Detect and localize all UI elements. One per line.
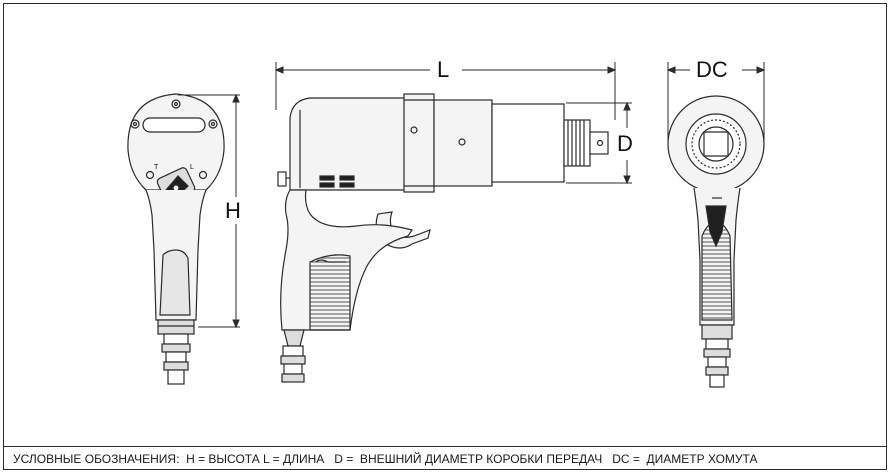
legend-divider bbox=[3, 446, 887, 447]
length-dimension bbox=[274, 62, 617, 120]
rear-view bbox=[667, 95, 765, 388]
label-length: L bbox=[437, 57, 450, 82]
side-view bbox=[277, 93, 609, 383]
legend-text: УСЛОВНЫЕ ОБОЗНАЧЕНИЯ: H = ВЫСОТА L = ДЛИ… bbox=[13, 452, 758, 466]
tool-technical-drawing bbox=[127, 62, 766, 388]
label-diameter: D bbox=[617, 131, 633, 156]
height-dimension bbox=[178, 93, 240, 329]
front-view bbox=[127, 93, 225, 385]
label-height: H bbox=[225, 198, 241, 223]
diameter-dimension bbox=[566, 101, 632, 185]
switch-mark-right: L bbox=[190, 164, 194, 171]
switch-mark-left: T bbox=[154, 164, 159, 171]
label-collar-diameter: DC bbox=[696, 57, 728, 82]
drawing-frame bbox=[3, 3, 887, 470]
collar-diameter-dimension bbox=[666, 62, 766, 144]
